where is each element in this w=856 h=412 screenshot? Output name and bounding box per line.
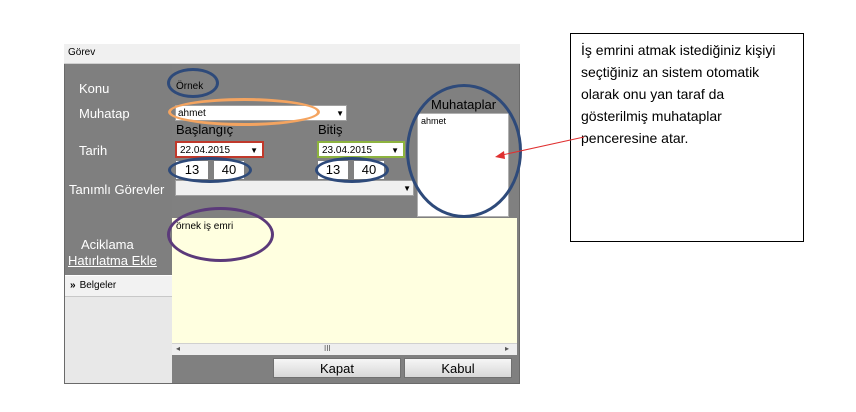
label-muhatap: Muhatap: [79, 106, 130, 121]
scroll-left-icon[interactable]: ◂: [176, 344, 181, 353]
bitis-label: Bitiş: [318, 122, 343, 137]
end-date-value: 23.04.2015: [322, 145, 373, 156]
belgeler-panel: [65, 297, 172, 383]
description-text: örnek iş emri: [176, 221, 234, 232]
calendar-dropdown-icon[interactable]: ▼: [250, 146, 258, 155]
scroll-right-icon[interactable]: ▸: [505, 344, 510, 353]
label-aciklama: Aciklama: [81, 237, 134, 252]
hatirlatma-ekle-link[interactable]: Hatırlatma Ekle: [68, 253, 157, 268]
window-title: Görev: [64, 44, 520, 64]
end-hour-field[interactable]: 13: [318, 161, 348, 179]
muhatap-combo[interactable]: ahmet ▼: [175, 105, 347, 121]
double-chevron-right-icon: »: [70, 280, 76, 291]
scroll-thumb[interactable]: III: [324, 344, 331, 353]
start-date-picker[interactable]: 22.04.2015 ▼: [175, 141, 264, 158]
muhatap-value: ahmet: [178, 108, 206, 119]
label-tanimli-gorevler: Tanımlı Görevler: [69, 182, 165, 197]
start-hour-field[interactable]: 13: [176, 161, 208, 179]
calendar-dropdown-icon[interactable]: ▼: [391, 146, 399, 155]
konu-field[interactable]: Örnek: [176, 81, 204, 92]
horizontal-scrollbar[interactable]: ◂ III ▸: [172, 343, 517, 355]
belgeler-label: Belgeler: [79, 280, 117, 291]
dropdown-arrow-icon[interactable]: ▼: [336, 109, 344, 118]
muhataplar-title: Muhataplar: [431, 97, 497, 112]
label-tarih: Tarih: [79, 143, 108, 158]
end-minute-field[interactable]: 40: [354, 161, 384, 179]
kapat-button[interactable]: Kapat: [273, 358, 401, 378]
label-konu: Konu: [79, 81, 110, 96]
belgeler-tab[interactable]: »Belgeler: [65, 275, 172, 297]
start-date-value: 22.04.2015: [180, 145, 231, 156]
list-item[interactable]: ahmet: [421, 116, 447, 126]
muhataplar-list[interactable]: ahmet: [417, 113, 509, 217]
explanation-callout: İş emrini atmak istediğiniz kişiyi seçti…: [570, 33, 804, 242]
kabul-button[interactable]: Kabul: [404, 358, 512, 378]
start-minute-field[interactable]: 40: [214, 161, 244, 179]
callout-text: İş emrini atmak istediğiniz kişiyi seçti…: [581, 42, 776, 146]
description-textarea[interactable]: örnek iş emri: [172, 218, 517, 343]
